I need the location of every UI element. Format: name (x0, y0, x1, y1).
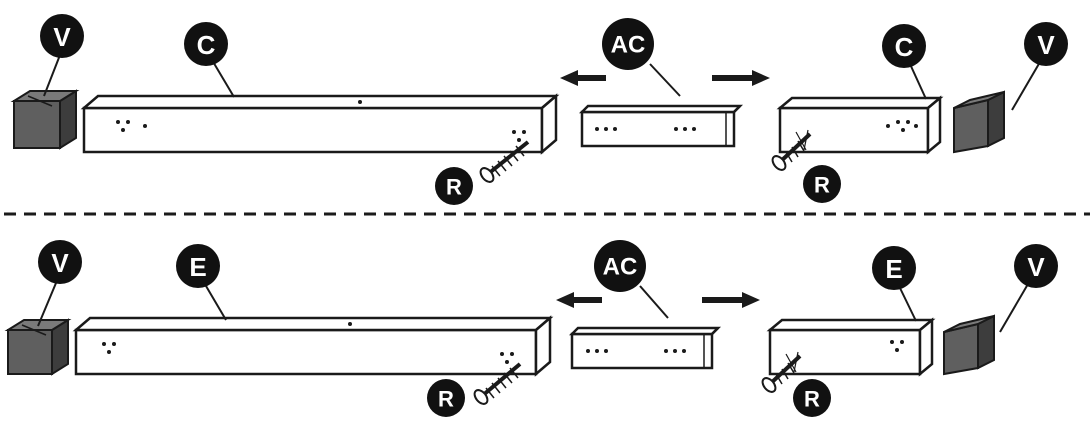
top-connector (578, 104, 744, 148)
top-left-rail-badge: C (184, 22, 228, 66)
top-right-screw-badge: R (803, 165, 841, 203)
top-right-cap-badge: V (1024, 22, 1068, 66)
bottom-left-cap-leader (37, 282, 57, 327)
bottom-row: V E (4, 240, 1058, 417)
top-left-screw-badge: R (435, 167, 473, 205)
top-right-end-cap-icon (953, 90, 1005, 154)
bottom-left-rail (72, 315, 554, 377)
bottom-arrow-right-icon (702, 292, 760, 308)
top-right-screw-icon (771, 129, 812, 171)
bottom-connector-label: AC (603, 254, 638, 281)
bottom-right-cap-badge: V (1014, 244, 1058, 288)
top-right-cap-leader (1011, 61, 1041, 111)
top-left-cap-label: V (53, 22, 71, 52)
bottom-right-screw-icon (761, 351, 802, 393)
top-left-screw-icon (479, 140, 530, 183)
bottom-right-rail-badge: E (872, 246, 916, 290)
bottom-left-cap-badge: V (38, 240, 82, 284)
top-right-rail-label: C (895, 32, 914, 62)
top-right-cap-label: V (1037, 30, 1055, 60)
bottom-connector-badge: AC (594, 240, 646, 292)
top-right-rail (776, 95, 944, 155)
bottom-connector (568, 326, 722, 370)
bottom-right-screw-label: R (804, 387, 820, 412)
bottom-right-rail-label: E (885, 254, 902, 284)
bottom-left-screw-icon (473, 362, 522, 405)
bottom-connector-leader (639, 285, 669, 319)
bottom-left-screw-label: R (438, 387, 454, 412)
bottom-left-end-cap-icon (4, 318, 72, 376)
bottom-left-rail-label: E (189, 252, 206, 282)
top-left-cap-badge: V (40, 14, 84, 58)
top-connector-badge: AC (602, 18, 654, 70)
top-right-rail-leader (909, 63, 927, 100)
top-right-screw-label: R (814, 173, 830, 198)
top-left-rail-label: C (197, 30, 216, 60)
bottom-right-cap-leader (999, 283, 1029, 333)
bottom-left-screw-badge: R (427, 379, 465, 417)
top-connector-leader (649, 63, 681, 97)
top-connector-label: AC (611, 32, 646, 59)
bottom-left-rail-badge: E (176, 244, 220, 288)
top-right-rail-badge: C (882, 24, 926, 68)
top-row: V C (10, 14, 1068, 205)
top-left-rail-leader (211, 59, 235, 98)
bottom-left-rail-leader (205, 285, 227, 321)
bottom-right-end-cap-icon (943, 314, 995, 376)
top-left-rail (80, 93, 560, 155)
bottom-right-rail (766, 317, 936, 377)
bottom-arrow-left-icon (556, 292, 602, 308)
top-arrow-left-icon (560, 70, 606, 86)
bottom-left-cap-label: V (51, 248, 69, 278)
top-left-cap-leader (43, 54, 61, 97)
top-arrow-right-icon (712, 70, 770, 86)
bottom-right-rail-leader (899, 287, 917, 322)
top-left-end-cap-icon (10, 89, 80, 150)
bottom-right-screw-badge: R (793, 379, 831, 417)
bottom-right-cap-label: V (1027, 252, 1045, 282)
top-left-screw-label: R (446, 175, 462, 200)
